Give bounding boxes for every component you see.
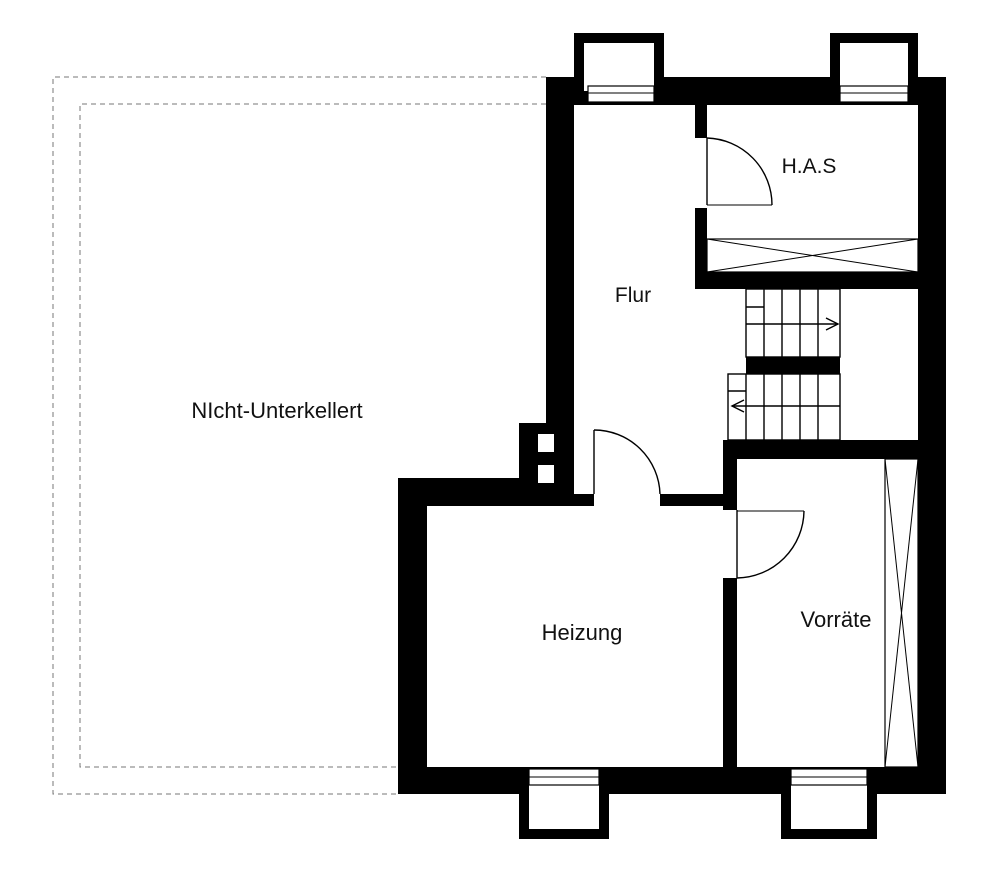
vorraete-shelf — [884, 458, 919, 768]
walls — [398, 77, 946, 794]
has-cabinet — [706, 238, 919, 273]
door-vorraete — [736, 510, 805, 579]
label-has: H.A.S — [782, 155, 837, 178]
label-heizung: Heizung — [542, 620, 623, 645]
door-has — [706, 137, 773, 206]
label-vorraete: Vorräte — [801, 607, 872, 632]
stair-upper-run — [745, 288, 841, 358]
shelves — [706, 238, 919, 768]
window-bottom-left — [528, 768, 600, 786]
room-labels: NIcht-Unterkellert H.A.S Flur Heizung Vo… — [191, 155, 871, 645]
window-bottom-right — [790, 768, 868, 786]
unbasemented-area — [52, 76, 546, 795]
doors — [593, 137, 805, 579]
label-flur: Flur — [615, 284, 651, 307]
window-top-left — [587, 85, 655, 103]
shafts — [538, 434, 554, 483]
door-openings — [594, 138, 737, 578]
staircase — [727, 288, 841, 441]
window-top-right — [839, 85, 909, 103]
stair-lower-run — [727, 373, 841, 441]
windows — [528, 85, 909, 786]
label-unbasemented: NIcht-Unterkellert — [191, 398, 362, 423]
door-heizung — [593, 429, 661, 495]
light-wells — [519, 33, 918, 839]
